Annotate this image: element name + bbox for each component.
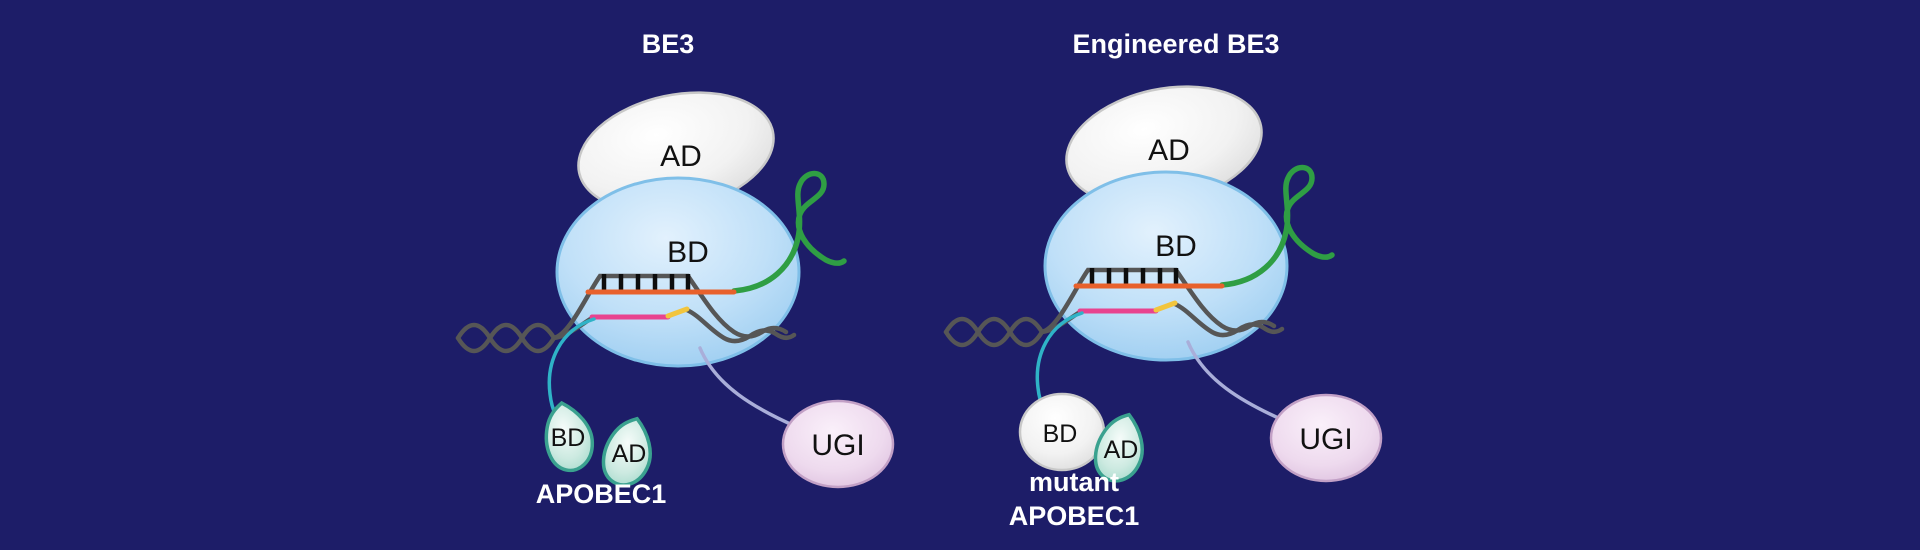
mutant-bd-label: BD: [1043, 420, 1078, 448]
mutant-apobec1-name-line1: mutant: [1029, 467, 1119, 497]
bd-domain-label: BD: [667, 236, 709, 269]
mutant-apobec1-name-line2: APOBEC1: [1009, 501, 1140, 531]
apobec-bd-label: BD: [551, 424, 586, 452]
ad-domain-label: AD: [660, 140, 702, 173]
apobec-ad-label: AD: [1104, 436, 1139, 464]
apobec-ad-label: AD: [612, 440, 647, 468]
bd-domain-label: BD: [1155, 230, 1197, 263]
be3-title: BE3: [642, 29, 695, 59]
engineered-be3-title: Engineered BE3: [1072, 29, 1279, 59]
apobec1-name-label: APOBEC1: [536, 479, 667, 509]
be3-panel: BE3 AD BD BD AD APOBEC1 UGI: [458, 29, 893, 509]
ad-domain-label: AD: [1148, 134, 1190, 167]
ugi-label: UGI: [811, 429, 864, 462]
engineered-be3-panel: Engineered BE3 AD BD BD AD mutant APOBEC…: [946, 29, 1381, 531]
ugi-label: UGI: [1299, 423, 1352, 456]
